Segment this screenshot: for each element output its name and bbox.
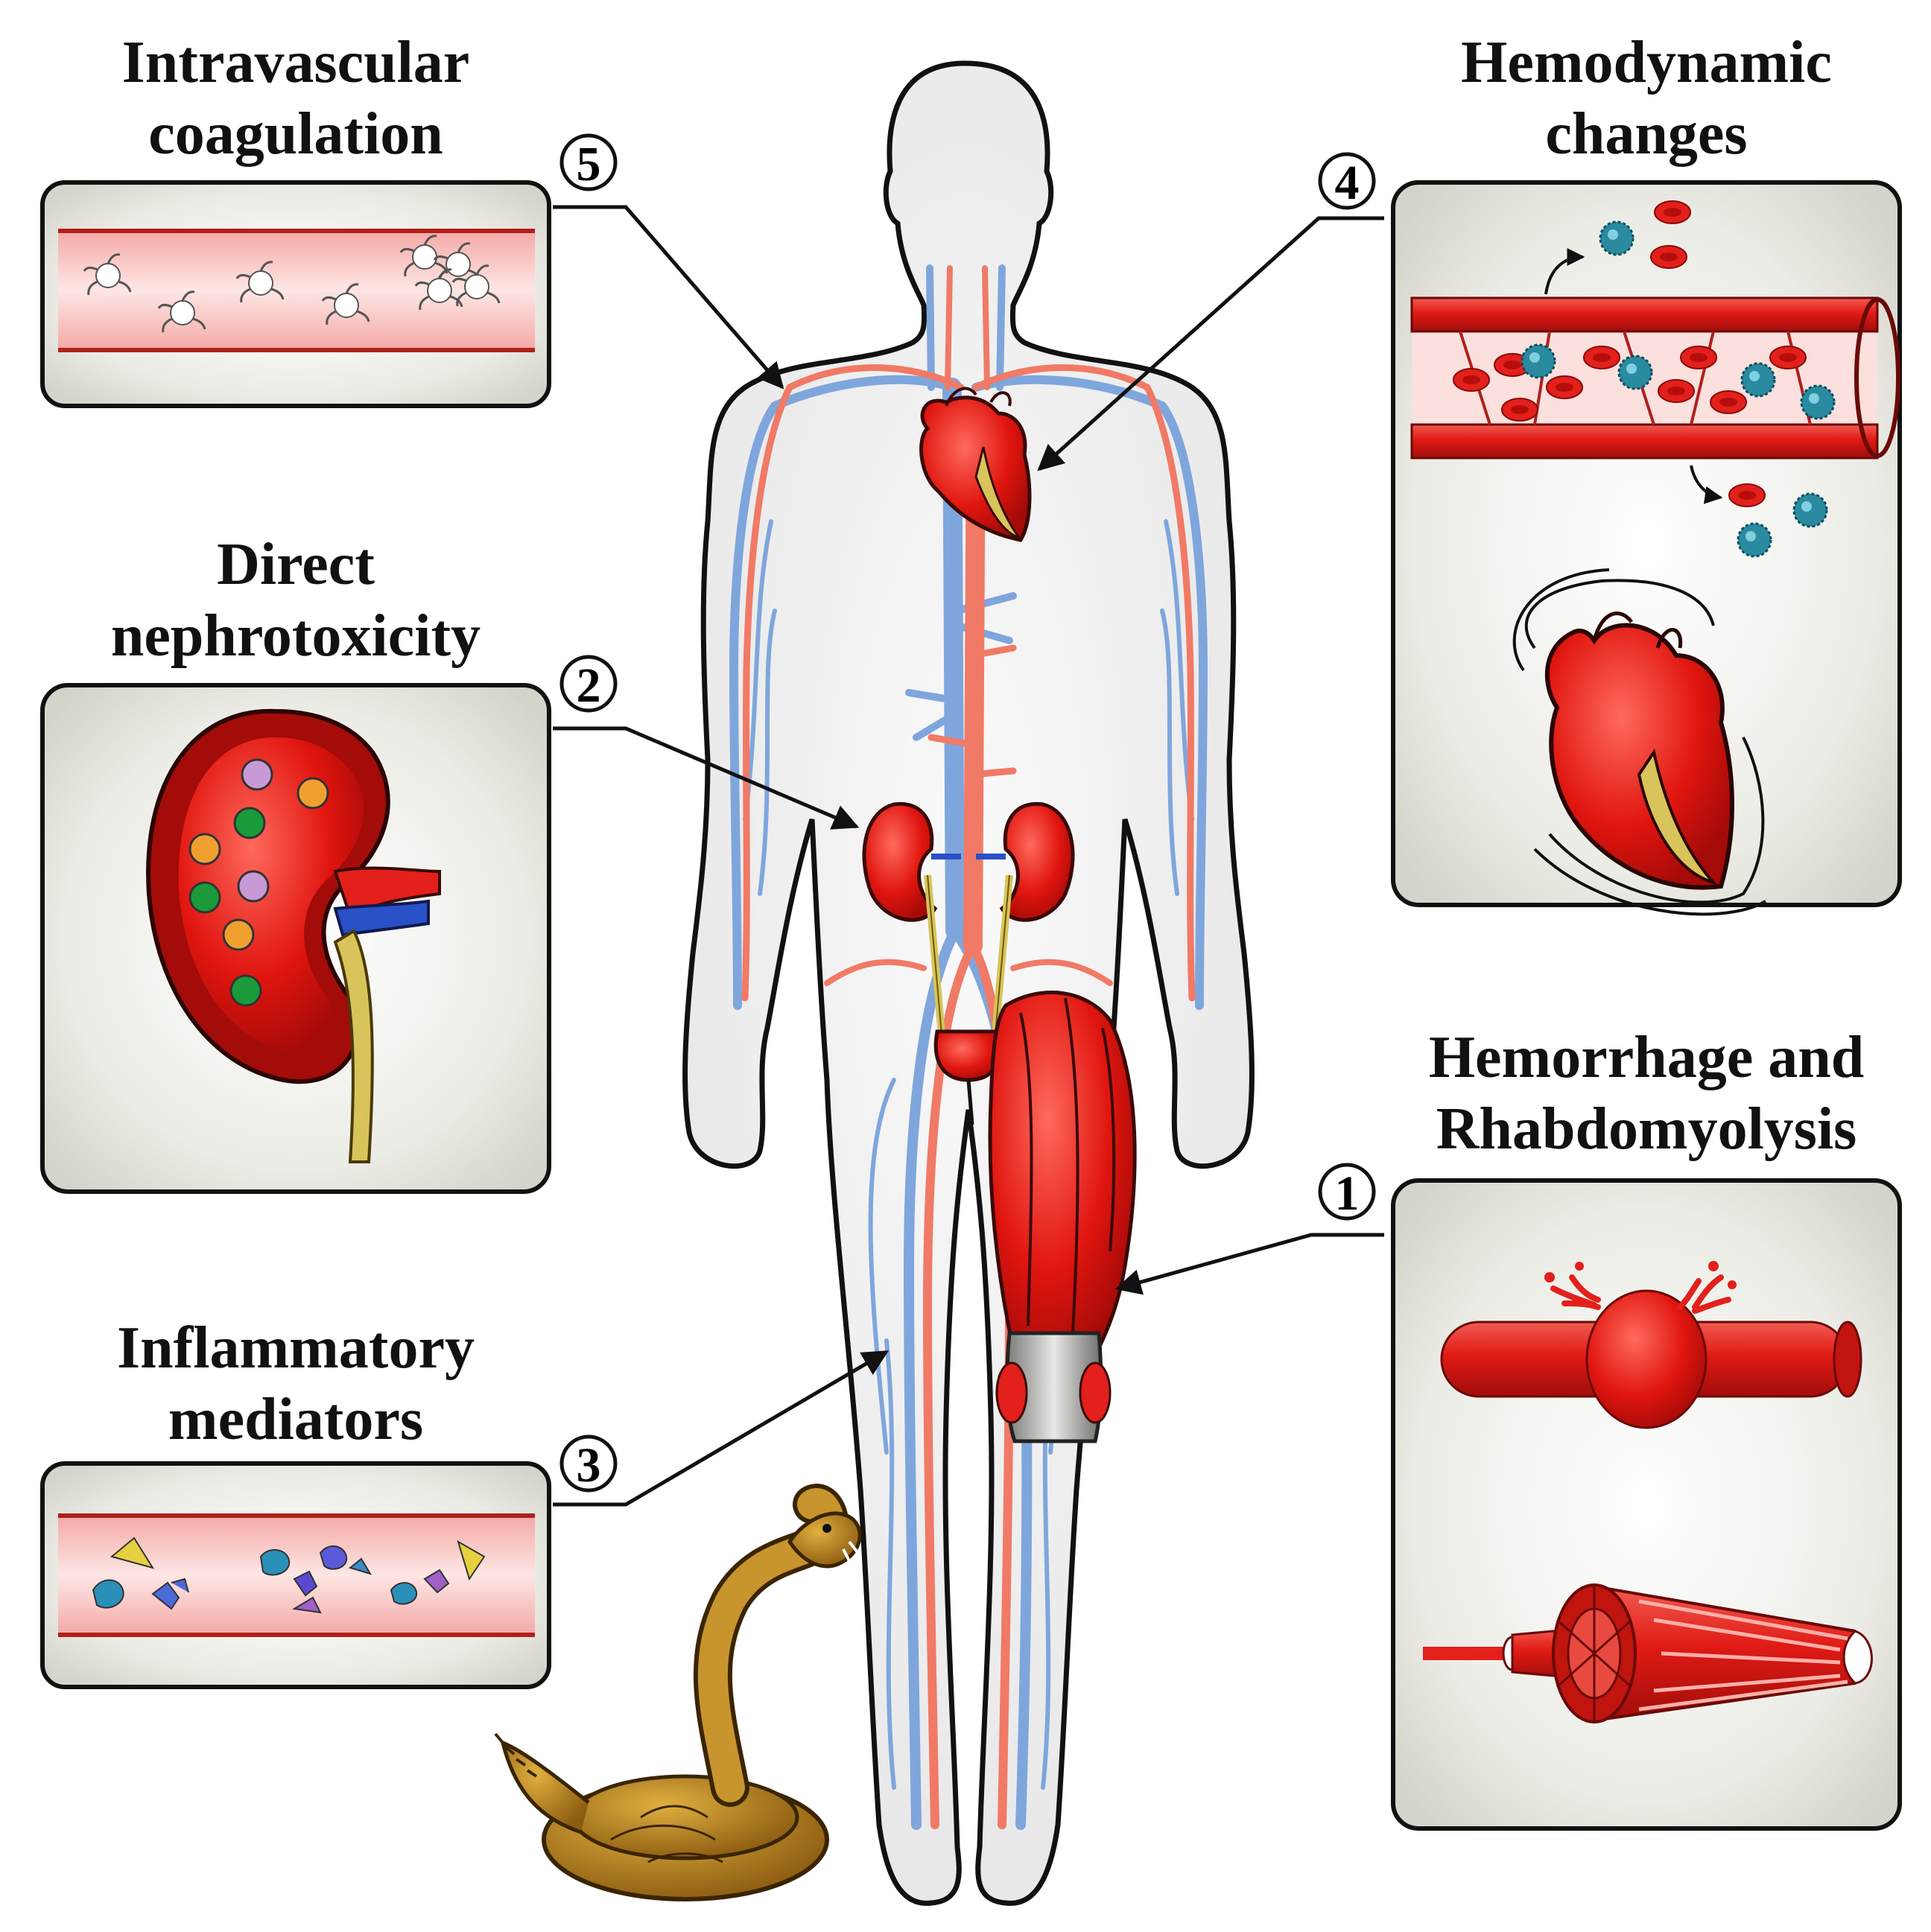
title-line: mediators	[168, 1387, 424, 1452]
title-line: Inflammatory	[117, 1315, 475, 1381]
title-hemorrhage-rhabdomyolysis: Hemorrhage and Rhabdomyolysis	[1386, 1022, 1907, 1165]
panel-hemodynamic-changes	[1391, 180, 1902, 916]
extravasated-cells	[1544, 200, 1828, 558]
svg-text:3: 3	[577, 1438, 601, 1493]
svg-text:5: 5	[577, 137, 601, 191]
arrow-1-to-thigh	[1114, 1233, 1384, 1295]
number-marker-1: 1	[1318, 1163, 1376, 1221]
muscle-fiber-bundle	[1423, 1583, 1873, 1723]
title-line: Intravascular	[121, 30, 470, 95]
svg-text:1: 1	[1335, 1166, 1360, 1221]
number-marker-2: 2	[559, 655, 618, 713]
panel-inflammatory-mediators	[40, 1461, 551, 1689]
arrow-2-to-kidney	[553, 726, 860, 830]
number-marker-4: 4	[1318, 152, 1376, 210]
ruptured-vessel	[1440, 1261, 1862, 1429]
svg-text:4: 4	[1335, 156, 1360, 210]
body-thigh-muscle	[988, 991, 1137, 1443]
body-heart	[919, 387, 1032, 542]
title-line: changes	[1545, 101, 1748, 167]
title-line: nephrotoxicity	[110, 603, 481, 669]
number-marker-3: 3	[559, 1434, 618, 1493]
title-line: Hemodynamic	[1461, 30, 1832, 95]
beating-heart	[1512, 568, 1767, 916]
title-line: Direct	[217, 532, 375, 597]
body-kidneys	[862, 801, 1075, 1043]
title-hemodynamic-changes: Hemodynamic changes	[1401, 27, 1892, 170]
human-body-silhouette	[682, 60, 1255, 1906]
toxin-particles	[188, 758, 329, 1007]
title-inflammatory-mediators: Inflammatory mediators	[72, 1312, 519, 1455]
callout-arrows	[553, 205, 1384, 1507]
panel-direct-nephrotoxicity	[40, 683, 551, 1194]
svg-text:2: 2	[577, 658, 601, 713]
arrow-3-to-leg	[553, 1350, 890, 1507]
title-line: Rhabdomyolysis	[1436, 1096, 1857, 1162]
panel-intravascular-coagulation	[40, 180, 551, 408]
number-marker-5: 5	[559, 133, 618, 191]
title-line: coagulation	[148, 101, 443, 167]
rattlesnake-illustration	[494, 1484, 862, 1901]
arrow-4-to-heart	[1037, 216, 1384, 471]
mediator-molecules	[92, 1537, 486, 1614]
title-intravascular-coagulation: Intravascular coagulation	[72, 27, 519, 170]
title-direct-nephrotoxicity: Direct nephrotoxicity	[72, 529, 519, 672]
panel-hemorrhage-rhabdomyolysis	[1391, 1178, 1902, 1831]
title-line: Hemorrhage and	[1428, 1025, 1865, 1090]
arrow-5-to-shoulder	[553, 205, 784, 390]
